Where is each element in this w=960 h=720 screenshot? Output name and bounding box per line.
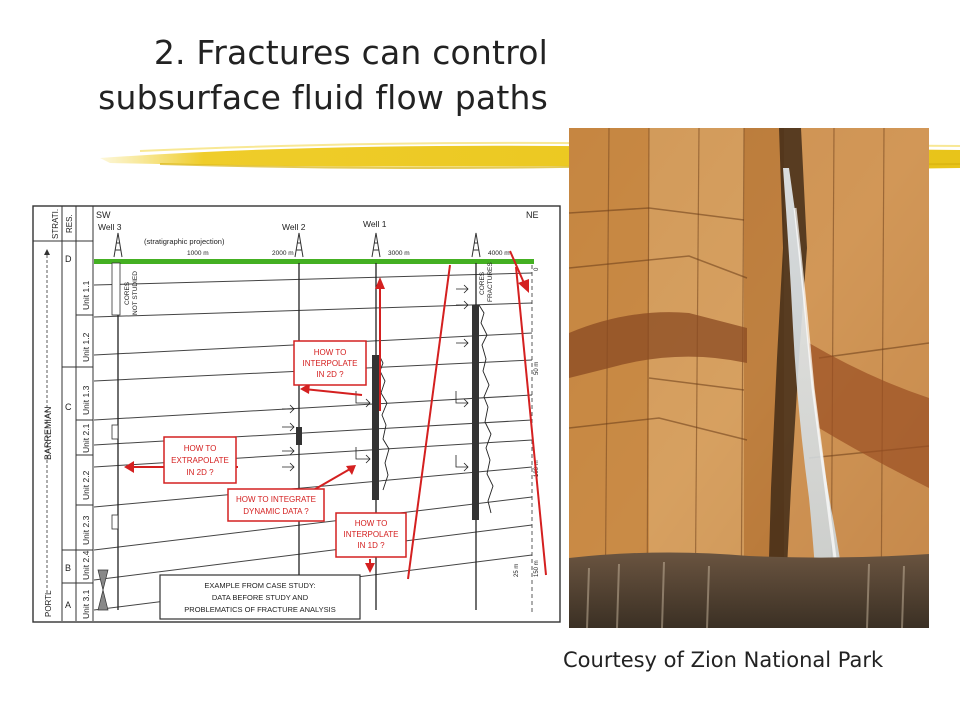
core-note-not-studied-2: NOT STUDIED: [132, 271, 139, 315]
unit-letter-b: B: [65, 563, 71, 573]
unit-2-1: Unit 2.1: [81, 423, 91, 453]
box-example-case-study: EXAMPLE FROM CASE STUDY: DATA BEFORE STU…: [159, 574, 361, 620]
box-extrapolate-2d-line3: IN 2D ?: [186, 468, 214, 477]
unit-3-1: Unit 3.1: [81, 589, 91, 619]
strati-header: STRATI.: [51, 209, 60, 239]
title-line-1: 2. Fractures can control: [153, 33, 548, 72]
box-integrate-line1: HOW TO INTEGRATE: [236, 495, 316, 504]
unit-1-3: Unit 1.3: [81, 385, 91, 415]
box-interpolate-2d-line2: INTERPOLATE: [303, 359, 358, 368]
well-correlation-figure: STRATI. RES. BARREMIAN PORTL D C B A Uni…: [32, 205, 561, 623]
top-horizon: [94, 259, 534, 264]
distance-1000: 1000 m: [187, 250, 209, 257]
unit-letter-d: D: [65, 254, 72, 264]
title-line-2: subsurface fluid flow paths: [98, 78, 548, 117]
derrick-icon: [113, 232, 481, 258]
well-3-label: Well 3: [98, 222, 122, 232]
distance-2000: 2000 m: [272, 250, 294, 257]
depth-150: 150 m: [534, 560, 540, 577]
distance-3000: 3000 m: [388, 250, 410, 257]
unit-letter-a: A: [65, 600, 71, 610]
distance-4000: 4000 m: [488, 250, 510, 257]
well-1-label: Well 1: [363, 219, 387, 229]
slide-title: 2. Fractures can control subsurface flui…: [98, 30, 548, 120]
direction-sw: SW: [96, 210, 111, 220]
unit-2-2: Unit 2.2: [81, 470, 91, 500]
box-interpolate-1d-line2: INTERPOLATE: [344, 530, 399, 539]
res-header: RES.: [65, 214, 74, 233]
box-interpolate-1d: HOW TO INTERPOLATE IN 1D ?: [335, 512, 407, 558]
core-note-fractures-1: CORES: [479, 271, 486, 295]
depth-0: 0: [534, 267, 540, 271]
unit-2-3: Unit 2.3: [81, 515, 91, 545]
direction-ne: NE: [526, 210, 539, 220]
waterfall-cliff-photo: [569, 128, 929, 628]
depth-100: 100 m: [534, 460, 540, 477]
box-interpolate-2d-line1: HOW TO: [314, 348, 347, 357]
box-interpolate-1d-line1: HOW TO: [355, 519, 388, 528]
depth-25: 25 m: [514, 564, 520, 577]
projection-label: (stratigraphic projection): [144, 237, 225, 246]
box-extrapolate-2d: HOW TO EXTRAPOLATE IN 2D ?: [163, 436, 237, 484]
core-note-not-studied-1: CORES: [124, 281, 131, 305]
stage-portl: PORTL: [44, 590, 53, 617]
unit-1-1: Unit 1.1: [81, 280, 91, 310]
box-extrapolate-2d-line2: EXTRAPOLATE: [171, 456, 229, 465]
box-interpolate-2d-line3: IN 2D ?: [316, 370, 344, 379]
core-note-fractures-2: FRACTURES: [487, 262, 494, 302]
box-example-line1: EXAMPLE FROM CASE STUDY:: [204, 581, 315, 590]
box-interpolate-2d: HOW TO INTERPOLATE IN 2D ?: [293, 340, 367, 386]
box-example-line2: DATA BEFORE STUDY AND: [212, 593, 309, 602]
well-2-label: Well 2: [282, 222, 306, 232]
box-example-line3: PROBLEMATICS OF FRACTURE ANALYSIS: [184, 605, 335, 614]
box-integrate-line2: DYNAMIC DATA ?: [243, 507, 309, 516]
stage-barremian: BARREMIAN: [43, 406, 53, 460]
depth-50: 50 m: [534, 362, 540, 375]
photo-caption: Courtesy of Zion National Park: [563, 648, 884, 672]
box-interpolate-1d-line3: IN 1D ?: [357, 541, 385, 550]
box-extrapolate-2d-line1: HOW TO: [184, 444, 217, 453]
box-integrate-dynamic: HOW TO INTEGRATE DYNAMIC DATA ?: [227, 488, 325, 522]
unit-2-4: Unit 2.4: [81, 550, 91, 580]
unit-letter-c: C: [65, 402, 72, 412]
unit-1-2: Unit 1.2: [81, 332, 91, 362]
